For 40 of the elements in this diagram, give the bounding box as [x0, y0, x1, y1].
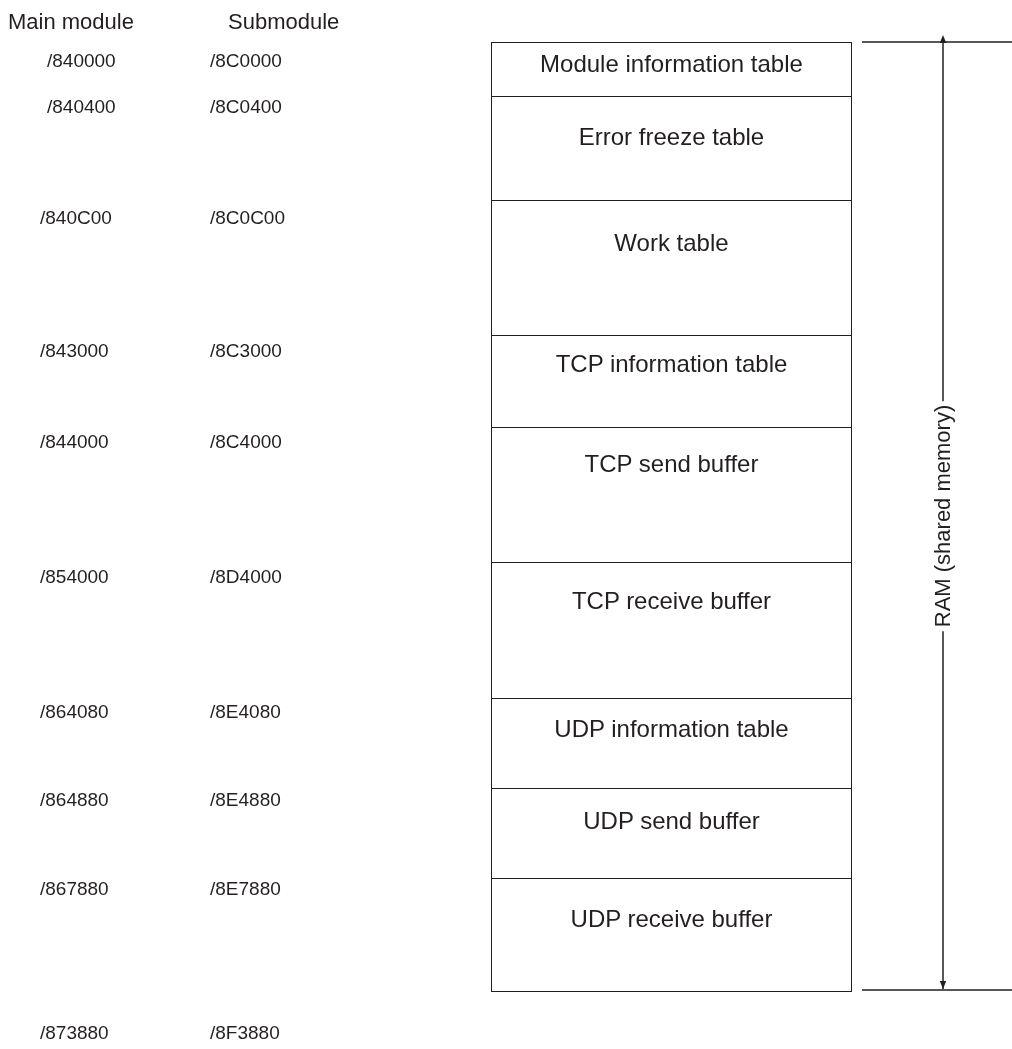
region-label: UDP information table: [554, 715, 789, 742]
address-label: /844000: [40, 431, 109, 453]
address-label: /840C00: [40, 207, 112, 229]
address-label: /8C0400: [210, 96, 282, 118]
address-label: /8C0000: [210, 50, 282, 72]
address-label: /8C4000: [210, 431, 282, 453]
address-label: /854000: [40, 566, 109, 588]
region-label: TCP receive buffer: [571, 587, 772, 614]
address-label: /8F3880: [210, 1022, 280, 1044]
address-label: /864080: [40, 701, 109, 723]
address-label: /840000: [47, 50, 116, 72]
address-label: /8C3000: [210, 340, 282, 362]
column-header: Submodule: [228, 9, 340, 35]
address-label: /8D4000: [210, 566, 282, 588]
address-label: /867880: [40, 878, 109, 900]
address-label: /8E4080: [210, 701, 281, 723]
region-label: UDP send buffer: [583, 807, 760, 834]
address-label: /864880: [40, 789, 109, 811]
address-label: /873880: [40, 1022, 109, 1044]
memory-region-box: [491, 335, 852, 429]
region-label: TCP information table: [555, 350, 788, 377]
memory-region-box: [491, 698, 852, 790]
memory-region-box: [491, 788, 852, 880]
memory-region-box: [491, 96, 852, 202]
region-label: TCP send buffer: [584, 450, 759, 477]
address-label: /8E7880: [210, 878, 281, 900]
column-header: Main module: [8, 9, 134, 35]
address-label: /8C0C00: [210, 207, 285, 229]
memory-region-box: [491, 200, 852, 337]
address-label: /843000: [40, 340, 109, 362]
region-label: UDP receive buffer: [570, 905, 773, 932]
memory-region-box: [491, 427, 852, 564]
region-label: Module information table: [540, 50, 803, 77]
address-label: /840400: [47, 96, 116, 118]
memory-region-box: [491, 878, 852, 992]
region-label: Error freeze table: [578, 123, 765, 150]
region-label: Work table: [614, 229, 729, 256]
memory-region-box: [491, 562, 852, 700]
address-label: /8E4880: [210, 789, 281, 811]
memory-region-box: [491, 42, 852, 98]
